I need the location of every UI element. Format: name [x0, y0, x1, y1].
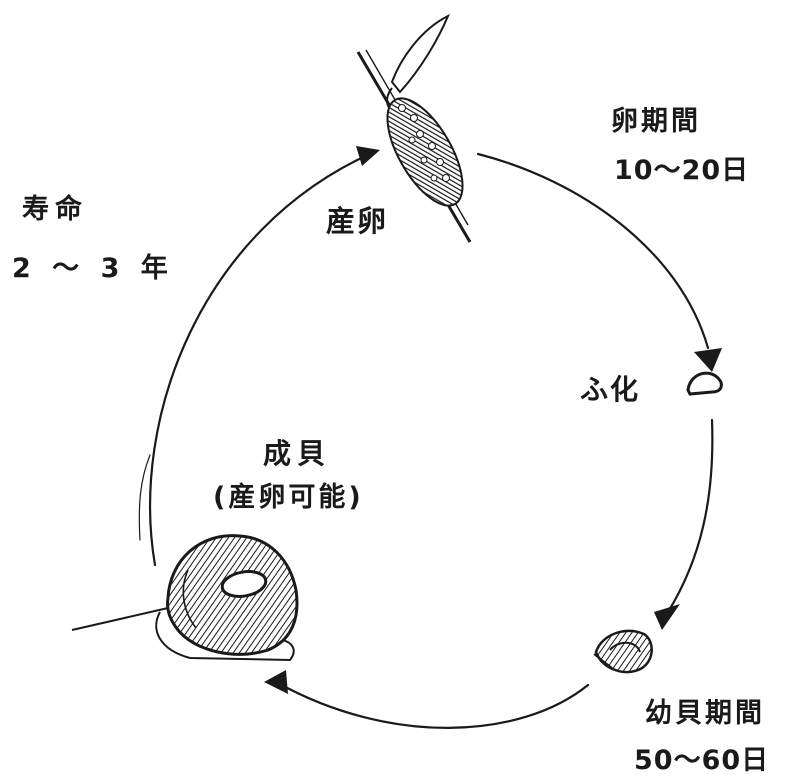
arrowhead-adult	[264, 670, 288, 694]
lifespan-years: 2 ～ 3 年	[12, 253, 174, 284]
cycle-arrows	[138, 151, 714, 729]
juvenile-period-days: 50～60日	[634, 745, 770, 776]
arrow-egg-to-hatching	[476, 152, 710, 350]
lifespan-label: 寿命	[22, 194, 88, 225]
adult-apple-snail-icon	[71, 534, 299, 662]
adult-sublabel: (産卵可能)	[213, 482, 364, 513]
egg-period-label: 卵期間	[611, 106, 701, 137]
egg-cluster-on-stem-icon	[356, 13, 472, 243]
egg-period-days: 10～20日	[614, 155, 750, 186]
arrowhead-hatching	[694, 348, 722, 372]
arrow-hatching-to-juvenile	[666, 418, 714, 614]
spawning-label: 産卵	[326, 204, 389, 238]
juvenile-period-label: 幼貝期間	[645, 698, 765, 729]
arrowheads	[264, 146, 722, 694]
hatching-label: ふ化	[580, 373, 641, 406]
juvenile-snail-icon	[593, 629, 653, 674]
hatchling-snail-icon	[686, 371, 723, 396]
arrow-adult-to-egg	[148, 151, 374, 567]
arrowhead-egg	[356, 146, 380, 166]
arrowhead-juvenile	[654, 604, 680, 630]
adult-label: 成貝	[263, 437, 332, 470]
arrow-juvenile-to-adult	[276, 681, 590, 729]
